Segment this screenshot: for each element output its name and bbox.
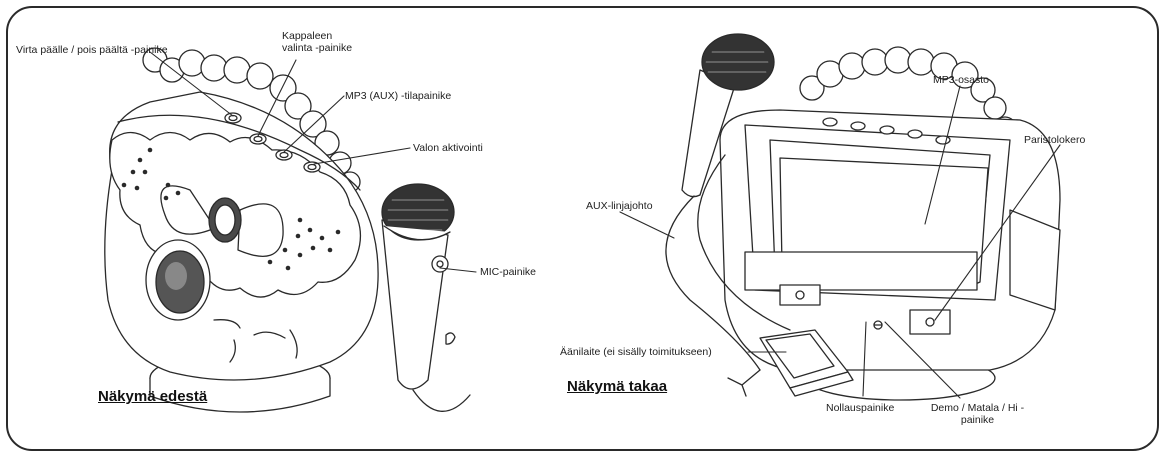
- back-view-drawing: [666, 34, 1060, 400]
- label-audio-device: Äänilaite (ei sisälly toimitukseen): [560, 346, 712, 358]
- front-speaker: [146, 240, 210, 320]
- front-view-title: Näkymä edestä: [98, 388, 207, 405]
- label-demo-button: Demo / Matala / Hi -painike: [930, 402, 1025, 426]
- label-reset-button: Nollauspainike: [826, 402, 894, 414]
- label-mp3-compartment: MP3-osasto: [933, 74, 989, 86]
- label-power-button: Virta päälle / pois päältä -painike: [16, 44, 168, 56]
- label-mic-button: MIC-painike: [480, 266, 536, 278]
- label-battery-compartment: Paristolokero: [1024, 134, 1085, 146]
- front-view-drawing: [105, 48, 470, 412]
- label-track-select-button: Kappaleen valinta -painike: [282, 30, 362, 54]
- back-view-title: Näkymä takaa: [567, 378, 667, 395]
- label-aux-cable: AUX-linjajohto: [586, 200, 653, 212]
- front-microphone: [382, 184, 470, 411]
- label-mp3-aux-button: MP3 (AUX) -tilapainike: [345, 90, 451, 102]
- label-light-activation: Valon aktivointi: [413, 142, 483, 154]
